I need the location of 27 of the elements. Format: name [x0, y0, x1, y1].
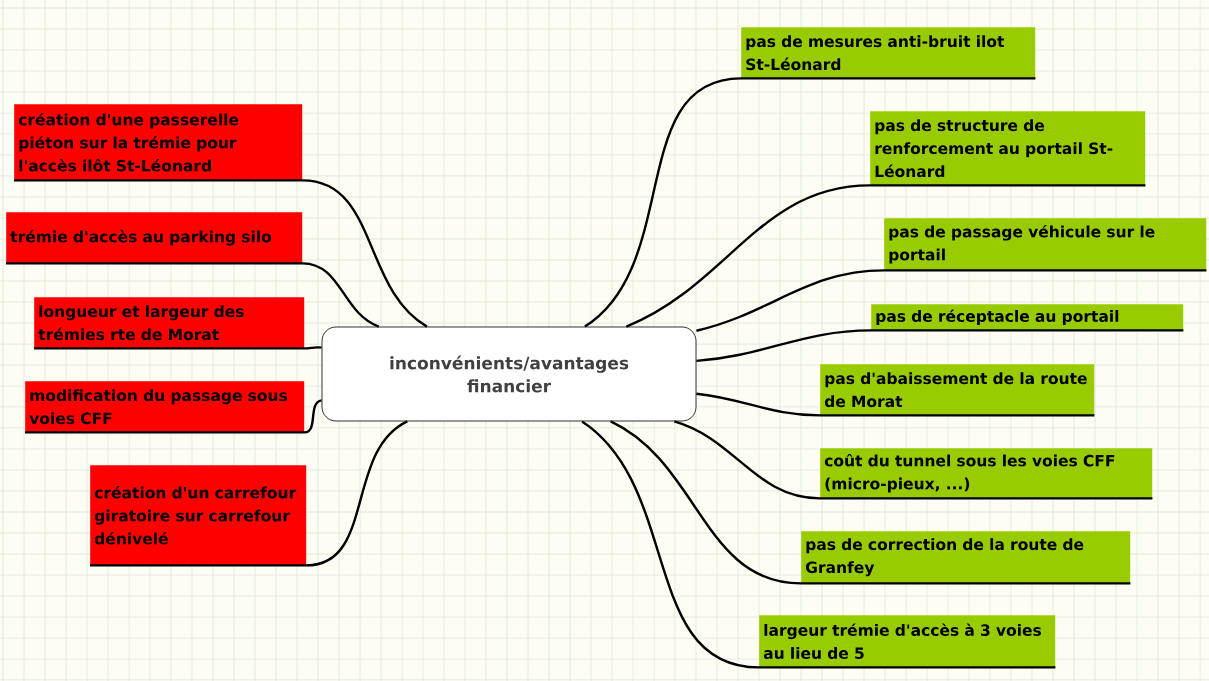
topic-box: longueur et largeur des trémies rte de Morat — [34, 297, 305, 349]
topic-box: pas de mesures anti-bruit ilot St-Léonard — [741, 27, 1036, 79]
topic-box: création d'une passerelle piéton sur la trémie pour l'accès ilôt St-Léonard — [14, 104, 303, 181]
branch-line — [696, 269, 1207, 332]
topic-box: modification du passage sous voies CFF — [25, 381, 305, 433]
branch-line — [696, 392, 1095, 417]
branch-line — [34, 346, 322, 350]
branch-line — [25, 399, 323, 434]
branch-line — [610, 420, 1131, 585]
topic-box: coût du tunnel sous les voies CFF (micro-pieux, ...) — [820, 448, 1153, 499]
topic-box: pas d'abaissement de la route de Morat — [820, 364, 1095, 416]
branch-line — [14, 179, 428, 328]
topic-box: création d'un carrefour giratoire sur carrefour dénivelé — [90, 465, 307, 566]
topic-box: largeur trémie d'accès à 3 voies au lieu de 5 — [759, 615, 1056, 668]
branch-line — [696, 329, 1184, 363]
branch-line — [625, 184, 1146, 328]
branch-line — [6, 262, 380, 328]
topic-box: pas de passage véhicule sur le portail — [884, 218, 1207, 271]
branch-line — [90, 420, 408, 567]
branch-line — [673, 420, 1153, 500]
branch-line — [584, 77, 1036, 328]
branch-line — [581, 420, 1056, 669]
topic-box: pas de réceptacle au portail — [871, 304, 1184, 331]
central-topic-box: inconvénients/avantages financier — [321, 326, 697, 422]
topic-box: trémie d'accès au parking silo — [6, 212, 303, 264]
topic-box: pas de structure de renforcement au portail St-Léonard — [870, 111, 1146, 186]
topic-box: pas de correction de la route de Granfey — [801, 531, 1131, 584]
